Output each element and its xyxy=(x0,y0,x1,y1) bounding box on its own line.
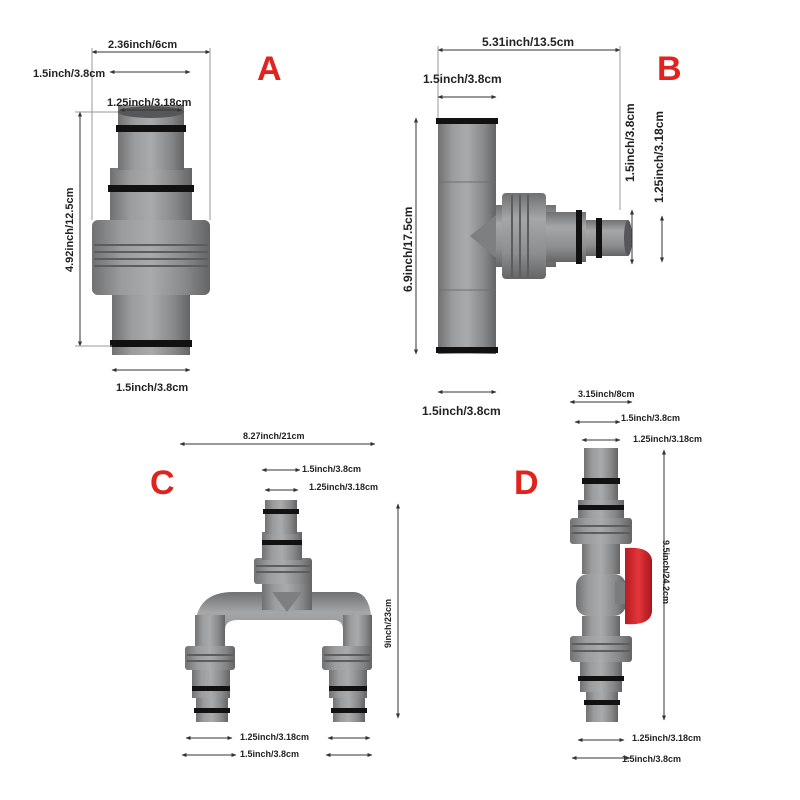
dimension-lines xyxy=(75,46,666,760)
b-outer-diameter-top: 1.5inch/3.8cm xyxy=(423,72,502,86)
panel-label-b: B xyxy=(657,50,682,88)
panel-label-a: A xyxy=(257,50,282,88)
a-height: 4.92inch/12.5cm xyxy=(64,187,76,272)
d-height: 9.5inch/24.2cm xyxy=(661,540,671,605)
a-inner-diameter-top: 1.25inch/3.18cm xyxy=(107,97,192,109)
a-total-width: 2.36inch/6cm xyxy=(108,39,178,51)
c-inner-diameter-top: 1.25inch/3.18cm xyxy=(309,482,379,492)
b-outer-diameter-bottom: 1.5inch/3.8cm xyxy=(422,404,501,418)
c-height: 9inch/23cm xyxy=(383,598,393,648)
c-total-width: 8.27inch/21cm xyxy=(243,431,305,441)
fitting-a xyxy=(92,105,210,355)
d-total-width: 3.15inch/8cm xyxy=(578,389,635,399)
d-inner-diameter-bottom: 1.25inch/3.18cm xyxy=(632,733,702,743)
c-inner-diameter-bottom: 1.25inch/3.18cm xyxy=(240,732,310,742)
fitting-c xyxy=(185,500,372,722)
a-outer-diameter-bottom: 1.5inch/3.8cm xyxy=(116,382,189,394)
d-outer-diameter-top: 1.5inch/3.8cm xyxy=(621,413,681,423)
d-inner-diameter-top: 1.25inch/3.18cm xyxy=(633,434,703,444)
b-side-inner-diameter: 1.25inch/3.18cm xyxy=(652,110,666,203)
panel-label-c: C xyxy=(150,464,175,502)
a-outer-diameter-top: 1.5inch/3.8cm xyxy=(33,68,106,80)
b-side-outer-diameter: 1.5inch/3.8cm xyxy=(623,103,637,182)
b-height: 6.9inch/17.5cm xyxy=(401,206,415,292)
c-outer-diameter-bottom: 1.5inch/3.8cm xyxy=(240,749,300,759)
fitting-d xyxy=(570,448,652,722)
panel-label-d: D xyxy=(514,464,539,502)
d-outer-diameter-bottom: 1.5inch/3.8cm xyxy=(622,754,682,764)
c-outer-diameter-top: 1.5inch/3.8cm xyxy=(302,464,362,474)
b-total-width: 5.31inch/13.5cm xyxy=(482,35,575,49)
fitting-b xyxy=(436,118,632,354)
